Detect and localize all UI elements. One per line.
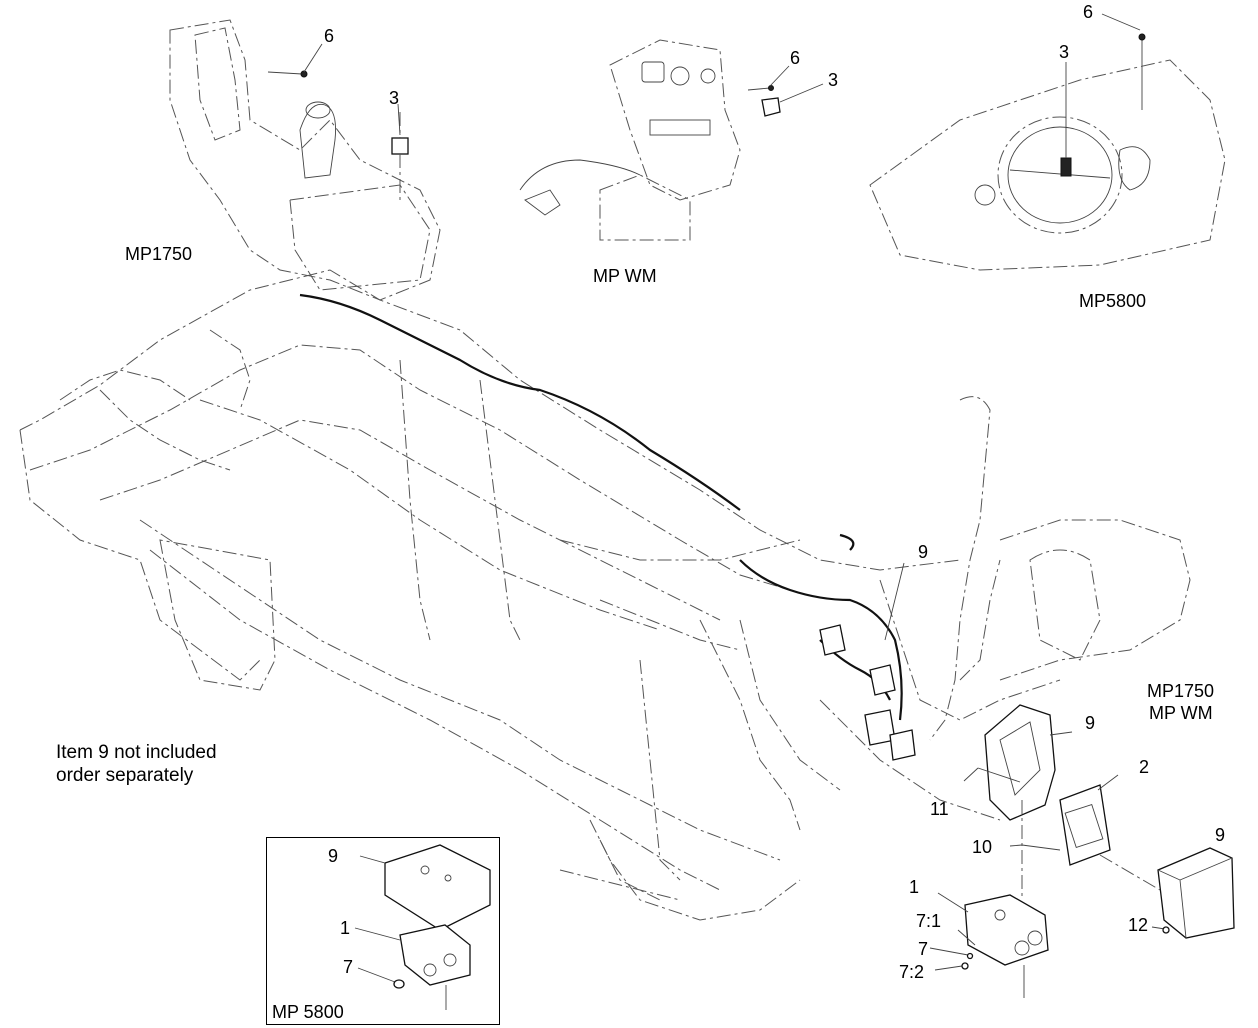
- callout-1-valve: 1: [909, 877, 920, 897]
- mp1750-console-illustration: [169, 19, 441, 301]
- mp5800-dashboard-illustration: [869, 33, 1226, 271]
- callout-1-inset: 1: [340, 918, 351, 938]
- callout-leader-lines: [303, 13, 1141, 158]
- model-label-mp-wm-right: MP WM: [1149, 703, 1213, 723]
- callout-6-mp1750: 6: [324, 26, 335, 46]
- callout-11-bolt: 11: [930, 799, 949, 819]
- callout-3-mp1750: 3: [389, 88, 400, 108]
- inset-box-mp5800: [266, 837, 500, 1025]
- inset-mp5800-illustration: [354, 844, 491, 1010]
- callout-7-1: 7:1: [916, 911, 942, 931]
- callout-9-bracket: 9: [1085, 713, 1096, 733]
- callout-10-bolt: 10: [972, 837, 993, 857]
- callout-7-inset: 7: [343, 957, 354, 977]
- wire-harness-illustration: [299, 293, 916, 761]
- model-label-mp1750: MP1750: [125, 244, 193, 264]
- note-line-1: Item 9 not included: [56, 742, 217, 763]
- model-label-mp-wm: MP WM: [593, 266, 657, 286]
- note-line-2: order separately: [56, 765, 194, 786]
- callout-9-harness: 9: [918, 542, 929, 562]
- inset-label-mp-5800: MP 5800: [272, 1002, 344, 1022]
- callout-6-mp5800: 6: [1083, 2, 1094, 22]
- callout-3-mp-wm: 3: [828, 70, 839, 90]
- callout-9-cover: 9: [1215, 825, 1226, 845]
- controller-assembly-illustration: [929, 704, 1235, 998]
- callout-2-controller: 2: [1139, 757, 1150, 777]
- callout-7-2: 7:2: [899, 962, 925, 982]
- callout-3-mp5800: 3: [1059, 42, 1070, 62]
- model-label-mp1750-right: MP1750: [1147, 681, 1215, 701]
- callout-7: 7: [918, 939, 929, 959]
- chassis-frame-illustration: [19, 269, 1191, 921]
- callout-12-nut: 12: [1128, 915, 1149, 935]
- callout-6-mp-wm: 6: [790, 48, 801, 68]
- callout-9-inset: 9: [328, 846, 339, 866]
- model-label-mp5800: MP5800: [1079, 291, 1147, 311]
- mp-wm-console-illustration: [519, 39, 781, 241]
